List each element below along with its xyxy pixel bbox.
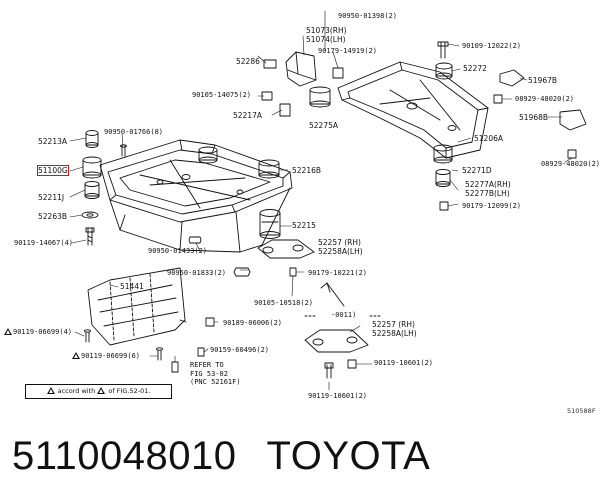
bolt-left-lower xyxy=(85,227,95,246)
label-51074: 51074(LH) xyxy=(306,35,346,44)
label-08929-48020-bottom: 08929-48020(2) xyxy=(541,160,600,168)
label-51073-51074: 51073(RH) 51074(LH) xyxy=(306,26,347,44)
label-52217a: 52217A xyxy=(233,111,262,120)
label-90179-14919: 90179-14919(2) xyxy=(318,47,378,55)
label-52277b: 52277B(LH) xyxy=(465,189,510,198)
leader-lines xyxy=(69,10,573,391)
label-90105-14075: 90105-14075(2) xyxy=(192,91,252,99)
label-90119-06699-4: 90119-06699(4) xyxy=(4,328,72,336)
label-51206a: 51206A xyxy=(474,134,503,143)
label-90119-14067: 90119-14067(4) xyxy=(14,239,74,247)
label-52286: 52286 xyxy=(236,57,260,66)
label-90950-01833: 90950-01833(2) xyxy=(167,269,227,277)
label-52277a-52277b: 52277A(RH) 52277B(LH) xyxy=(465,180,511,198)
label-52271d: 52271D xyxy=(462,166,492,175)
label-52211j: 52211J xyxy=(38,193,65,202)
label-51100g-highlighted: 51100G xyxy=(37,165,69,176)
bolt-cover-bottom xyxy=(156,347,163,361)
washer-stack-left-top xyxy=(120,144,127,157)
label-51073: 51073(RH) xyxy=(306,26,347,35)
note-suffix: of FIG.52-01. xyxy=(108,387,151,395)
exploded-parts-diagram xyxy=(69,10,587,391)
label-51967b: 51967B xyxy=(528,76,558,85)
warning-triangle-icon xyxy=(72,352,80,359)
label-51968b: 51968B xyxy=(519,113,549,122)
label-90179-12099: 90179-12099(2) xyxy=(462,202,522,210)
caption: 5110048010 TOYOTA xyxy=(12,432,430,480)
brand-name: TOYOTA xyxy=(266,434,431,478)
label-0011: -0011) xyxy=(331,311,357,319)
direction-arrow xyxy=(320,282,345,307)
label-52275a: 52275A xyxy=(309,121,338,130)
warning-triangle-icon xyxy=(97,387,106,394)
rear-suspension-member xyxy=(337,61,489,159)
frame-bushing-left xyxy=(81,130,102,219)
label-52258a-upper: 52258A(LH) xyxy=(318,247,363,256)
figure-code: 510588F xyxy=(567,407,596,415)
note-box: accord with of FIG.52-01. xyxy=(25,384,172,399)
nut-group xyxy=(188,236,251,277)
label-90105-10518: 90105-10518(2) xyxy=(254,299,314,307)
label-52257-52258a-upper: 52257 (RH) 52258A(LH) xyxy=(318,238,363,256)
label-90119-10601-b: 90119-10601(2) xyxy=(308,392,368,400)
label-08929-48020-top: 08929-48020(2) xyxy=(515,95,575,103)
label-52272: 52272 xyxy=(463,64,487,73)
engine-mount-upper xyxy=(261,51,344,117)
warning-triangle-icon xyxy=(46,387,55,394)
part-number: 5110048010 xyxy=(12,434,237,478)
label-52277a: 52277A(RH) xyxy=(465,180,511,189)
note-prefix: accord with xyxy=(57,387,96,395)
label-90109-12022: 90109-12022(2) xyxy=(462,42,522,50)
label-90950-01433: 90950-01433(2) xyxy=(148,247,208,255)
label-90950-01766: 90950-01766(8) xyxy=(104,128,164,136)
label-52213a: 52213A xyxy=(38,137,67,146)
label-52215: 52215 xyxy=(292,221,316,230)
refer-line-1: REFER TO xyxy=(190,361,224,369)
label-90159-60496: 90159-60496(2) xyxy=(210,346,270,354)
lower-arm-bracket-upper xyxy=(257,239,315,277)
warning-triangle-icon xyxy=(4,328,12,335)
label-90950-01398: 90950-01398(2) xyxy=(338,12,398,20)
rear-brackets xyxy=(493,69,587,159)
label-90179-10221: 90179-10221(2) xyxy=(308,269,368,277)
clip-right xyxy=(171,317,215,373)
lower-arm-bracket-lower xyxy=(304,315,381,379)
label-90119-10601-a: 90119-10601(2) xyxy=(374,359,434,367)
label-90119-06699-6-text: 90119-06699(6) xyxy=(81,352,141,360)
refer-line-3: (PNC 52161F) xyxy=(190,378,241,386)
label-52216b: 52216B xyxy=(292,166,322,175)
refer-line-2: FIG 53-02 xyxy=(190,369,228,378)
label-90119-06699-4-text: 90119-06699(4) xyxy=(13,328,73,336)
label-refer-to-fig: REFER TO FIG 53-02 (PNC 52161F) xyxy=(190,361,241,387)
label-52258a-lower: 52258A(LH) xyxy=(372,329,417,338)
frame-bushing-right xyxy=(198,146,281,239)
label-90189-06006: 90189-06006(2) xyxy=(223,319,283,327)
bolt-cover-left xyxy=(84,329,91,343)
label-52257-upper: 52257 (RH) xyxy=(318,238,361,247)
label-52257-lower: 52257 (RH) xyxy=(372,320,415,329)
label-90119-06699-6: 90119-06699(6) xyxy=(72,352,140,360)
engine-under-cover xyxy=(87,267,187,346)
label-51441: 51441 xyxy=(120,282,144,291)
label-52263b: 52263B xyxy=(38,212,68,221)
front-crossmember-frame xyxy=(99,139,293,253)
label-52257-52258a-lower: 52257 (RH) 52258A(LH) xyxy=(372,320,417,338)
